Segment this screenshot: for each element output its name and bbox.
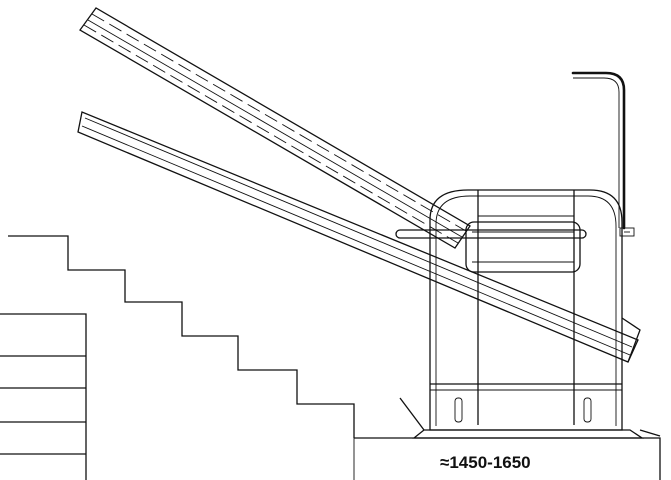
staircase-profile	[8, 235, 355, 438]
approx-symbol: ≈	[440, 453, 449, 472]
lower-rail	[77, 111, 641, 363]
upper-rail	[79, 7, 471, 249]
wall-block	[0, 313, 87, 480]
dimension-label: ≈1450-1650	[440, 453, 531, 472]
handle-bar	[571, 71, 626, 230]
lift-chair	[395, 189, 661, 439]
dimension-value: 1450-1650	[449, 453, 530, 472]
